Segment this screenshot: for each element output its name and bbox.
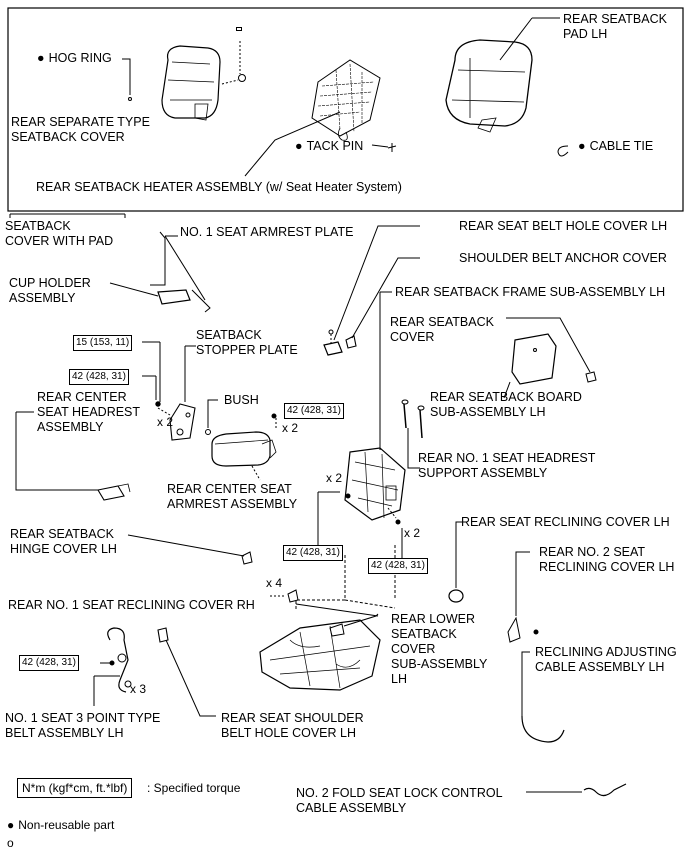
qty-x3-belt: x 3 <box>130 682 147 696</box>
legend-non-reusable: Non-reusable part <box>7 818 114 832</box>
cable-tie-drawing <box>557 145 569 157</box>
center-headrest-drawing <box>97 483 131 501</box>
qty-x2-frame: x 2 <box>326 471 343 485</box>
seatback-frame-drawing <box>344 447 406 521</box>
seatback-cover-clip-drawing <box>585 371 597 383</box>
shoulder-anchor-cover-drawing <box>345 335 357 349</box>
label-reclining-cover-lh: REAR SEAT RECLINING COVER LH <box>461 515 670 529</box>
label-seatback-cover-pad: SEATBACK COVER WITH PAD <box>5 219 114 248</box>
label-rear-separate-cover: REAR SEPARATE TYPE SEATBACK COVER <box>11 115 150 144</box>
qty-x2-stopper: x 2 <box>157 415 174 429</box>
torque-spec-42-e: 42 (428, 31) <box>19 655 79 671</box>
rear-seatback-pad-drawing <box>445 39 533 133</box>
headrest-support-drawing <box>401 399 425 439</box>
label-bush: BUSH <box>224 393 259 407</box>
no2-reclining-cover-drawing <box>507 616 539 643</box>
label-hog-ring: HOG RING <box>37 51 112 66</box>
torque-spec-42-b: 42 (428, 31) <box>284 403 344 419</box>
label-board-sub: REAR SEATBACK BOARD SUB-ASSEMBLY LH <box>430 390 582 419</box>
label-shoulder-belt-hole-cover: REAR SEAT SHOULDER BELT HOLE COVER LH <box>221 711 364 740</box>
label-frame-sub: REAR SEATBACK FRAME SUB-ASSEMBLY LH <box>395 285 666 299</box>
label-heater-assembly: REAR SEATBACK HEATER ASSEMBLY (w/ Seat H… <box>36 180 402 194</box>
center-armrest-drawing <box>211 431 277 467</box>
reclining-cover-lh-drawing <box>448 589 464 603</box>
torque-spec-top <box>236 27 242 31</box>
label-center-armrest: REAR CENTER SEAT ARMREST ASSEMBLY <box>167 482 298 511</box>
label-fold-lock-cable: NO. 2 FOLD SEAT LOCK CONTROL CABLE ASSEM… <box>296 786 503 815</box>
qty-x2-frame-bottom: x 2 <box>404 526 421 540</box>
label-cup-holder: CUP HOLDER ASSEMBLY <box>9 276 91 305</box>
fold-lock-cable-drawing <box>583 783 627 797</box>
label-belt-hole-cover: REAR SEAT BELT HOLE COVER LH <box>459 219 668 233</box>
rear-separate-seatback-cover-drawing <box>161 45 221 121</box>
legend-torque-symbol: N*m (kgf*cm, ft.*lbf) <box>17 778 133 798</box>
reclining-cover-rh-drawing <box>287 589 299 603</box>
qty-x2-armrest: x 2 <box>282 421 299 435</box>
torque-spec-42-a: 42 (428, 31) <box>69 369 129 385</box>
belt-hole-cover-drawing <box>323 329 343 356</box>
label-hinge-cover: REAR SEATBACK HINGE COVER LH <box>10 527 117 556</box>
label-headrest-support: REAR NO. 1 SEAT HEADREST SUPPORT ASSEMBL… <box>418 451 596 480</box>
bush-drawing <box>205 429 211 435</box>
label-tack-pin: TACK PIN <box>295 139 364 154</box>
label-armrest-plate: NO. 1 SEAT ARMREST PLATE <box>180 225 354 239</box>
shoulder-belt-hole-cover-drawing <box>157 627 169 643</box>
label-center-headrest: REAR CENTER SEAT HEADREST ASSEMBLY <box>37 390 141 434</box>
torque-spec-15: 15 (153, 11) <box>73 335 133 351</box>
seat-cushion-frame-drawing <box>259 619 381 691</box>
label-rear-seatback-cover: REAR SEATBACK COVER <box>390 315 494 344</box>
reclining-cable-drawing <box>521 715 565 743</box>
lower-seatback-cover-drawing <box>329 623 345 637</box>
qty-x4-reclining: x 4 <box>266 576 283 590</box>
seatback-heater-drawing <box>311 59 381 141</box>
torque-spec-42-d: 42 (428, 31) <box>368 558 428 574</box>
label-three-point-belt: NO. 1 SEAT 3 POINT TYPE BELT ASSEMBLY LH <box>5 711 161 740</box>
nut-drawing <box>238 74 246 82</box>
hinge-cover-drawing <box>241 551 253 565</box>
label-cable-tie: CABLE TIE <box>578 139 654 154</box>
figure-code: o <box>7 836 14 850</box>
hog-ring-drawing <box>128 97 132 101</box>
label-no2-reclining-cover: REAR NO. 2 SEAT RECLINING COVER LH <box>539 545 675 574</box>
three-point-belt-drawing <box>107 627 132 693</box>
seatback-board-drawing <box>511 333 557 385</box>
stopper-plate-drawing <box>169 403 196 441</box>
legend-torque-description: : Specified torque <box>147 781 241 795</box>
label-no1-reclining-cover-rh: REAR NO. 1 SEAT RECLINING COVER RH <box>8 598 255 612</box>
label-reclining-cable: RECLINING ADJUSTING CABLE ASSEMBLY LH <box>535 645 677 674</box>
label-stopper-plate: SEATBACK STOPPER PLATE <box>196 328 298 357</box>
torque-spec-42-c: 42 (428, 31) <box>283 545 343 561</box>
cup-holder-drawing <box>157 289 211 313</box>
label-rear-seatback-pad: REAR SEATBACK PAD LH <box>563 12 667 41</box>
seatback-cover-group-frame <box>7 7 684 212</box>
label-shoulder-anchor-cover: SHOULDER BELT ANCHOR COVER <box>459 251 667 265</box>
label-lower-seatback-cover: REAR LOWER SEATBACK COVER SUB-ASSEMBLY L… <box>391 612 488 686</box>
